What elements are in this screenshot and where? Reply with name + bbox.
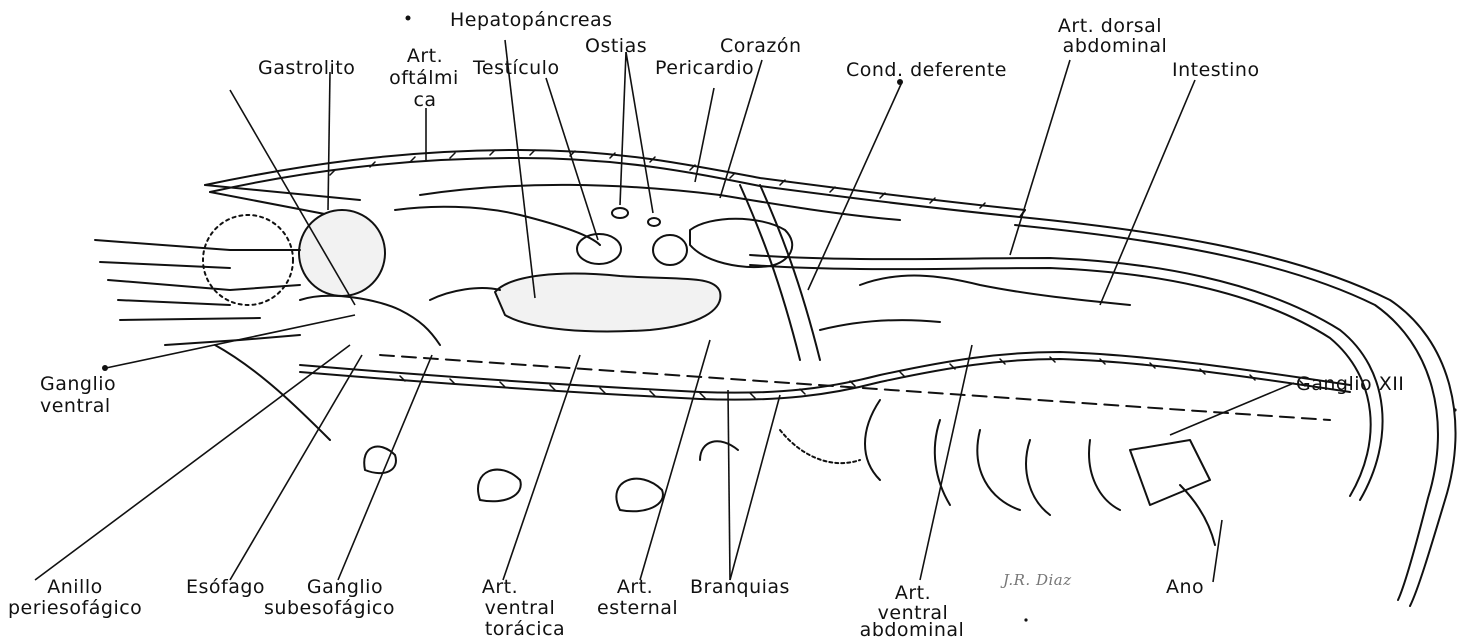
label-ganglio-xii: Ganglio XII [1296,374,1404,395]
label-pericardio: Pericardio [655,58,754,79]
label-cond-deferente: Cond. deferente [846,60,1007,81]
label-ganglio-sub-2: subesofágico [264,598,395,619]
label-ano: Ano [1166,577,1204,598]
label-ganglio-sub-1: Ganglio [290,577,400,598]
pleopod-3 [1089,440,1120,510]
nerve-cord [380,355,1330,420]
label-branquias: Branquias [690,577,790,598]
label-testiculo: Testículo [473,58,560,79]
label-art-oftalmica-3: ca [390,90,460,111]
ventral-wall-inner [300,359,1350,400]
leg-thoracic [364,447,396,474]
hepatopancreas-shape [495,274,720,332]
antenna-2 [108,280,300,290]
artist-signature: J.R. Diaz [1003,570,1072,591]
label-art-esternal-2: esternal [597,598,678,619]
ventral-wall [300,352,1350,393]
label-art-ventral-abdominal-3: abdominal [842,620,982,641]
pleopod-2 [977,430,1020,510]
label-ganglio-ventral-1: Ganglio [40,374,116,395]
leg-front [215,345,330,440]
abdomen-dorsal [1020,217,1456,606]
vas-deferens [740,185,800,360]
label-hepatopancreas: Hepatopáncreas [450,10,613,31]
label-art-esternal-1: Art. [600,577,670,598]
uropod [1130,440,1210,505]
label-art-ventral-toracica-1: Art. [470,577,530,598]
label-art-ventral-toracica-3: torácica [470,619,580,640]
label-art-dorsal-abdominal-2: abdominal [1035,36,1195,57]
label-anillo-1: Anillo [20,577,130,598]
label-art-dorsal-abdominal-1: Art. dorsal [1030,16,1190,37]
label-corazon: Corazón [720,36,802,57]
antenna-1 [95,240,300,250]
label-art-oftalmica-2: oftálmi [378,68,470,89]
label-art-ventral-abdominal-1: Art. [868,583,958,604]
label-ganglio-ventral-2: ventral [40,396,111,417]
label-art-ventral-toracica-2: ventral [470,598,570,619]
antenna-3 [120,318,260,320]
label-intestino: Intestino [1172,60,1260,81]
pleopod-1 [865,400,880,480]
label-anillo-2: periesofágico [8,598,142,619]
label-esofago: Esófago [186,577,265,598]
label-ostias: Ostias [585,36,647,57]
label-gastrolito: Gastrolito [258,58,355,79]
label-art-oftalmica-1: Art. [390,46,460,67]
